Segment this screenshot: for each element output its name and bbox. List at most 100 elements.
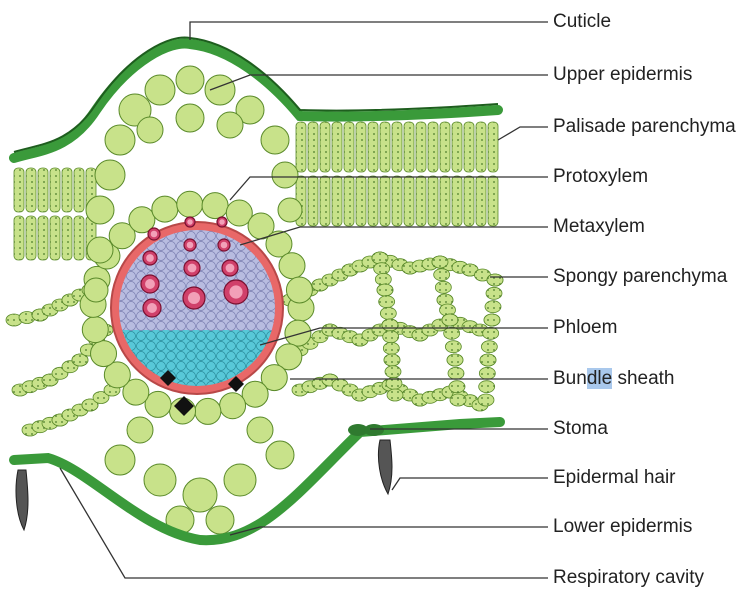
parenchyma-cell (105, 125, 135, 155)
parenchyma-cell (144, 464, 176, 496)
spongy-cell-dots (382, 319, 398, 331)
palisade-cell-dots (320, 176, 330, 226)
palisade-cell-dots (464, 122, 474, 172)
parenchyma-cell (285, 320, 311, 346)
parenchyma-cell (266, 441, 294, 469)
parenchyma-cell (195, 398, 221, 424)
parenchyma-cell (217, 112, 243, 138)
parenchyma-cell (183, 478, 217, 512)
palisade-cell-dots (332, 176, 342, 226)
palisade-cell-dots (38, 168, 48, 212)
palisade-cell-dots (416, 122, 426, 172)
spongy-cell-dots (432, 256, 448, 268)
xylem-lumen (151, 231, 158, 238)
palisade-cell-dots (344, 122, 354, 172)
parenchyma-cell (224, 464, 256, 496)
palisade-cell-dots (14, 168, 24, 212)
spongy-cell-dots (445, 341, 461, 353)
palisade-cell-dots (38, 216, 48, 260)
leader-line (392, 478, 548, 490)
parenchyma-cell (84, 278, 108, 302)
spongy-cell-dots (375, 273, 391, 285)
label-upper-epidermis: Upper epidermis (553, 64, 692, 86)
palisade-cell-dots (62, 216, 72, 260)
label-bundle-sheath: Bundle sheath (553, 368, 675, 390)
spongy-cell-dots (483, 327, 499, 339)
label-stoma: Stoma (553, 418, 608, 440)
parenchyma-cell (206, 506, 234, 534)
palisade-cell-dots (404, 176, 414, 226)
parenchyma-cell (286, 277, 312, 303)
spongy-cell-dots (487, 274, 503, 286)
parenchyma-cell (87, 237, 113, 263)
spongy-cell-dots (383, 342, 399, 354)
palisade-cell-dots (392, 176, 402, 226)
parenchyma-cell (176, 66, 204, 94)
parenchyma-cell (127, 417, 153, 443)
xylem-lumen (221, 242, 228, 249)
palisade-cell-dots (392, 122, 402, 172)
parenchyma-cell (272, 162, 298, 188)
palisade-cell-dots (14, 216, 24, 260)
spongy-cell-dots (385, 366, 401, 378)
label-palisade-parenchyma: Palisade parenchyma (553, 116, 736, 138)
palisade-cell-dots (74, 168, 84, 212)
spongy-cell-dots (449, 381, 465, 393)
parenchyma-cell (91, 341, 117, 367)
spongy-cell-dots (447, 354, 463, 366)
palisade-cell-dots (308, 176, 318, 226)
xylem-lumen (219, 219, 225, 225)
palisade-cell-dots (428, 176, 438, 226)
label-respiratory-cavity: Respiratory cavity (553, 567, 704, 589)
xylem-lumen (145, 279, 155, 289)
leader-line (230, 527, 548, 535)
xylem-lumen (187, 219, 193, 225)
spongy-cell-dots (444, 327, 460, 339)
parenchyma-cell (205, 75, 235, 105)
label-protoxylem: Protoxylem (553, 166, 648, 188)
label-epidermal-hair: Epidermal hair (553, 467, 676, 489)
spongy-cell-dots (479, 367, 495, 379)
spongy-cell-dots (380, 307, 396, 319)
palisade-cell-dots (332, 122, 342, 172)
parenchyma-cell (95, 160, 125, 190)
spongy-cell-dots (384, 354, 400, 366)
label-metaxylem: Metaxylem (553, 216, 645, 238)
spongy-cell-dots (387, 389, 403, 401)
palisade-cell-dots (368, 122, 378, 172)
label-phloem: Phloem (553, 317, 617, 339)
palisade-cell-dots (452, 122, 462, 172)
label-cuticle: Cuticle (553, 11, 611, 33)
parenchyma-cell (137, 117, 163, 143)
spongy-cell-dots (479, 381, 495, 393)
palisade-cell-dots (440, 176, 450, 226)
parenchyma-cell (177, 191, 203, 217)
parenchyma-cell (82, 317, 108, 343)
parenchyma-cell (279, 253, 305, 279)
spongy-cell-dots (481, 341, 497, 353)
spongy-cell-dots (448, 367, 464, 379)
spongy-cell-dots (484, 314, 500, 326)
palisade-cell-dots (416, 176, 426, 226)
leader-line (498, 127, 548, 140)
label-lower-epidermis: Lower epidermis (553, 516, 692, 538)
palisade-cell-dots (488, 176, 498, 226)
palisade-cell-dots (26, 216, 36, 260)
palisade-cell-dots (26, 168, 36, 212)
parenchyma-cell (202, 193, 228, 219)
spongy-cell-dots (379, 296, 395, 308)
palisade-cell-dots (62, 168, 72, 212)
parenchyma-cell (247, 417, 273, 443)
parenchyma-cell (278, 198, 302, 222)
bundle-cell (277, 392, 286, 401)
palisade-cell-dots (368, 176, 378, 226)
palisade-cell-dots (356, 176, 366, 226)
bundle-cell (277, 222, 286, 231)
palisade-cell-dots (464, 176, 474, 226)
palisade-cell-dots (308, 122, 318, 172)
spongy-cell-dots (383, 331, 399, 343)
spongy-cell-dots (442, 314, 458, 326)
xylem-lumen (187, 242, 194, 249)
palisade-cell-dots (476, 122, 486, 172)
xylem-lumen (188, 292, 200, 304)
